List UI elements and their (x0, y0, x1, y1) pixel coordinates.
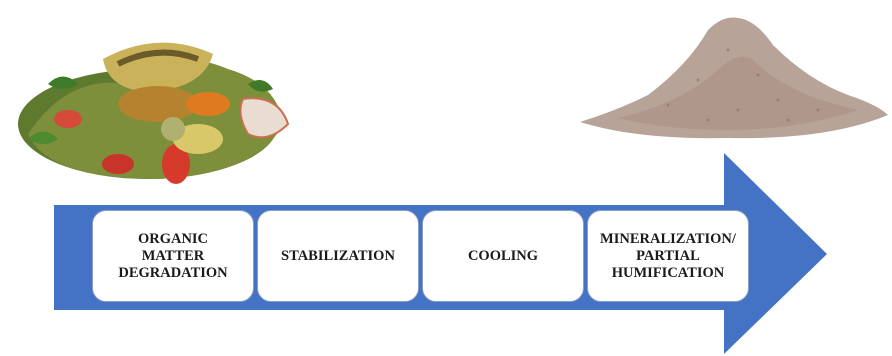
stage-cooling: COOLING (422, 210, 584, 302)
stage-mineralization-partial-humification: MINERALIZATION/ PARTIAL HUMIFICATION (587, 210, 749, 302)
stage-organic-matter-degradation: ORGANIC MATTER DEGRADATION (92, 210, 254, 302)
stage-stabilization: STABILIZATION (257, 210, 419, 302)
